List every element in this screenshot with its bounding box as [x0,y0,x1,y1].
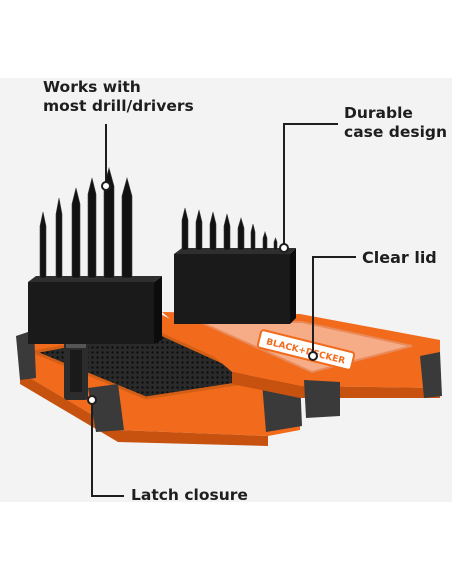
right-bit-holder [174,248,296,324]
callout-clear-lid: Clear lid [362,248,437,267]
callout-works-with-drivers: Works with most drill/drivers [43,78,194,116]
right-case-lid: BLACK+DECKER [162,312,442,418]
right-drill-bits [181,207,278,251]
callout-durable-line1: Durable [344,104,413,122]
left-case-tray [18,314,300,446]
callout-durable-case: Durable case design [344,104,447,142]
callout-durable-line2: case design [344,123,448,141]
left-drill-bits [39,166,133,279]
callout-works-line2: most drill/drivers [43,97,194,115]
left-bit-holder [28,276,162,344]
latch [64,342,88,400]
callout-works-line1: Works with [43,78,141,96]
callout-latch-closure: Latch closure [131,486,248,504]
